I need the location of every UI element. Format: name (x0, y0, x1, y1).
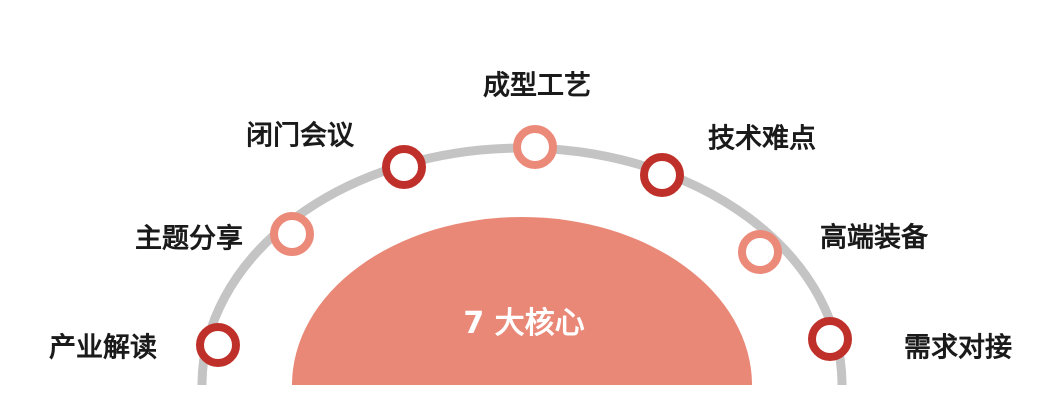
center-dome (292, 217, 752, 385)
node-ring-4 (513, 125, 557, 169)
node-label-7: 需求对接 (904, 332, 1012, 364)
node-label-4: 成型工艺 (483, 70, 591, 102)
node-ring-7 (808, 317, 852, 361)
node-ring-1 (196, 323, 240, 367)
node-ring-2 (270, 212, 314, 256)
nodes-layer (196, 125, 852, 367)
node-ring-3 (382, 145, 426, 189)
node-label-1: 产业解读 (49, 332, 157, 364)
node-label-2: 主题分享 (135, 223, 243, 255)
node-ring-6 (738, 230, 782, 274)
center-title: 7 大核心 (463, 306, 585, 341)
node-label-6: 高端装备 (820, 222, 928, 254)
node-ring-5 (640, 153, 684, 197)
node-label-5: 技术难点 (708, 123, 816, 155)
node-label-3: 闭门会议 (246, 120, 354, 152)
